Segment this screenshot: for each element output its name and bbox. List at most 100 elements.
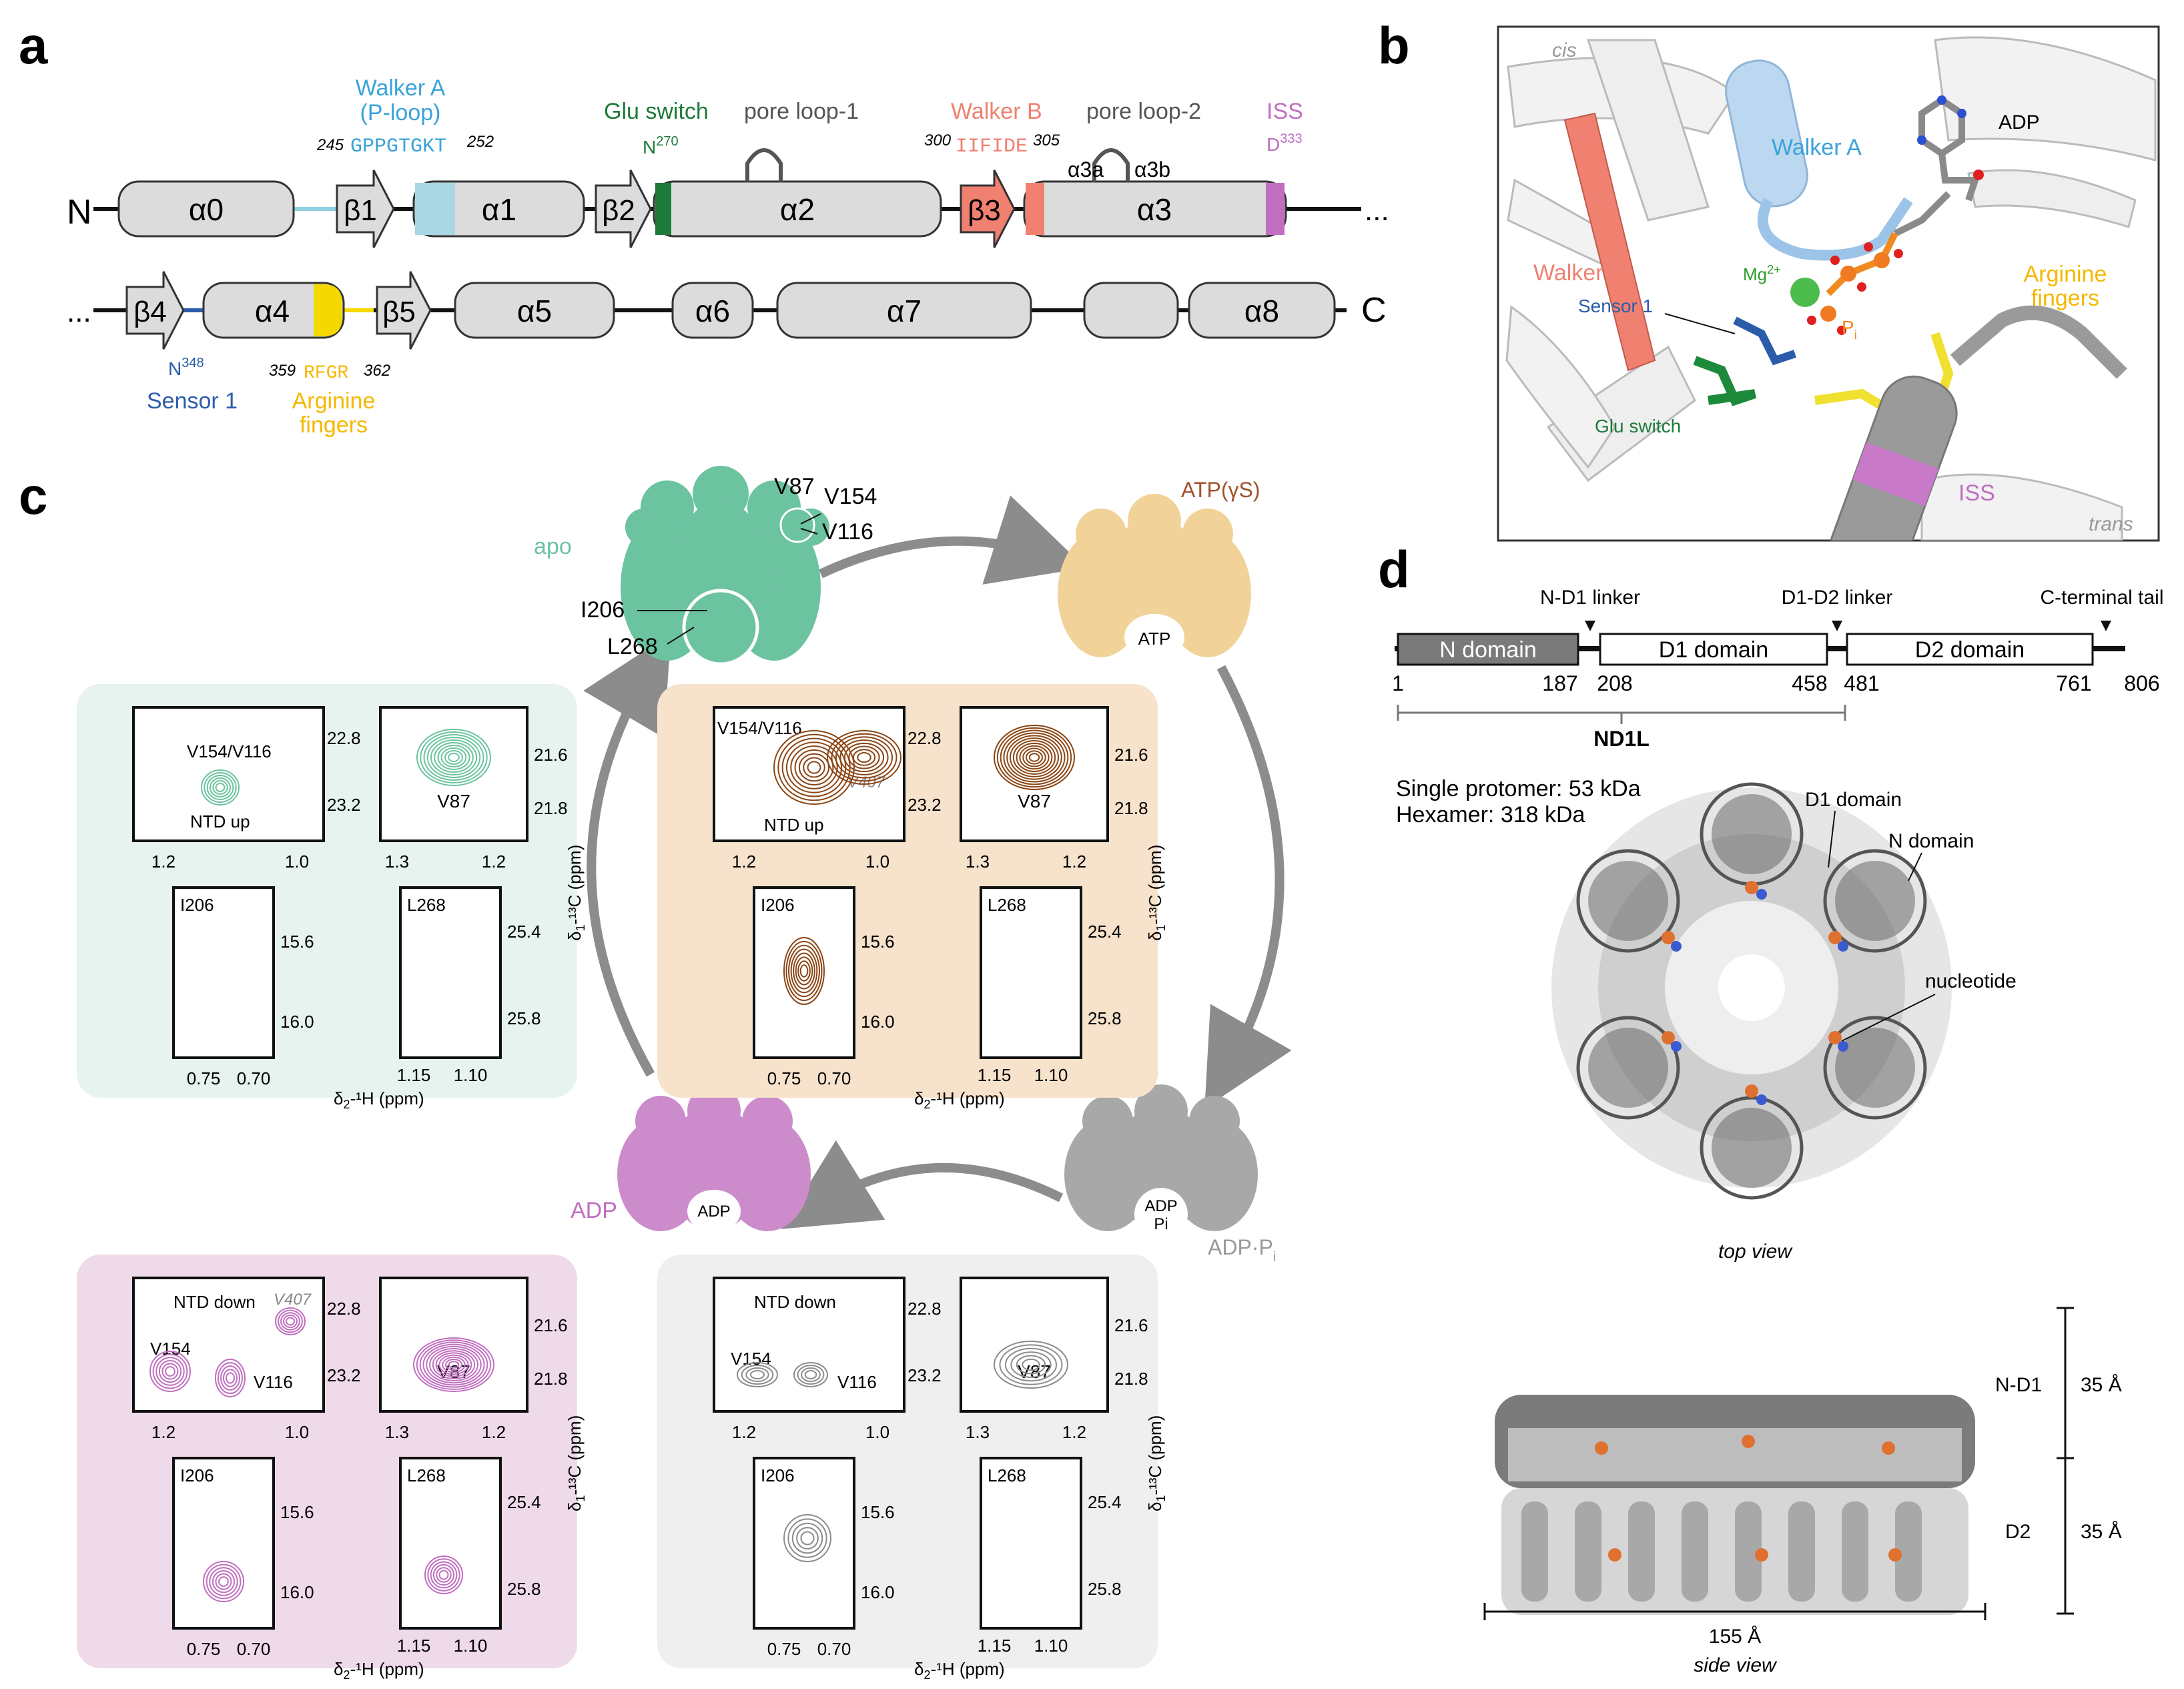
- helix-a5-label: α5: [517, 294, 552, 328]
- tick: 1.3: [385, 1422, 409, 1442]
- height-nd1: 35 Å: [2081, 1374, 2122, 1396]
- sensor1-label: Sensor 1: [147, 388, 238, 414]
- state-adppi-label: ADP·Pi: [1208, 1235, 1276, 1265]
- tick: 1.3: [966, 852, 990, 872]
- mg-ion: [1790, 278, 1820, 307]
- tick: 1.0: [865, 852, 889, 872]
- num-481: 481: [1844, 671, 1879, 695]
- panel-label-d: d: [1378, 540, 1410, 599]
- panel-c: apo V87 V154 V116 I206 L268 ATP ATP(γS) …: [77, 466, 1292, 1682]
- tick: 1.15: [397, 1065, 431, 1085]
- cis-label: cis: [1552, 39, 1577, 61]
- arg-end: 362: [364, 362, 390, 380]
- adp-label: ADP: [1998, 111, 2040, 133]
- glu-switch-label: Glu switch: [604, 99, 709, 124]
- strand-b1-label: β1: [344, 194, 377, 227]
- tick: 0.75: [767, 1068, 801, 1088]
- tick: 21.8: [534, 798, 568, 818]
- label-v154: V154: [731, 1349, 771, 1369]
- panel-label-b: b: [1378, 16, 1410, 75]
- walker-a-structure-label: Walker A: [1772, 135, 1862, 160]
- hexamer-adppi: [1064, 1084, 1258, 1241]
- tick: 21.6: [534, 745, 568, 765]
- num-761: 761: [2056, 671, 2091, 695]
- strand-b2-label: β2: [602, 194, 635, 227]
- strand-b4-label: β4: [133, 296, 167, 328]
- label-v87: V87: [437, 791, 470, 811]
- label-ntd-up: NTD up: [190, 811, 250, 831]
- helix-a4: [202, 282, 345, 339]
- label-i206: I206: [761, 1465, 795, 1485]
- row1-continuation: ...: [1365, 194, 1389, 227]
- n-domain-box: [1397, 633, 1579, 666]
- tick: 22.8: [327, 728, 361, 748]
- walker-b-sequence: IIFIDE: [956, 135, 1028, 158]
- tick: 16.0: [861, 1582, 895, 1602]
- arg-label-1: Arginine: [292, 388, 376, 414]
- d2-domain-label: D2 domain: [1915, 637, 2025, 663]
- callout-d1-domain: D1 domain: [1805, 789, 1902, 811]
- helix-a7-label: α7: [887, 294, 922, 328]
- h-axis-label: δ2-¹H (ppm): [334, 1659, 424, 1682]
- strand-b4: [125, 271, 185, 350]
- walker-a-sequence: GPPGTGKT: [350, 135, 446, 158]
- pore-loop-1-label: pore loop-1: [744, 99, 859, 124]
- c-terminus: C: [1361, 291, 1387, 330]
- tick: 25.8: [507, 1008, 541, 1028]
- tick: 1.15: [978, 1065, 1012, 1085]
- num-208: 208: [1597, 671, 1632, 695]
- hexamer-i206: I206: [581, 597, 625, 623]
- tick: 21.8: [1114, 1369, 1148, 1389]
- tick: 25.4: [1088, 922, 1122, 942]
- tick: 1.0: [865, 1422, 889, 1442]
- tick: 16.0: [280, 1582, 314, 1602]
- row2-continuation: ...: [67, 296, 91, 328]
- tick: 1.2: [482, 852, 506, 872]
- sensor1-residue-stick: [1733, 316, 1796, 366]
- panel-d: N domain D1 domain D2 domain N-D1 linker…: [1392, 587, 2163, 1676]
- arg-structure-label-1: Arginine: [2024, 262, 2107, 287]
- n-domain-label: N domain: [1439, 637, 1537, 663]
- pore-loop-1-shape: [745, 148, 783, 182]
- callout-nucleotide: nucleotide: [1925, 970, 2017, 992]
- label-l268: L268: [407, 1465, 446, 1485]
- trans-label: trans: [2089, 513, 2133, 535]
- helix-a3-label: α3: [1137, 192, 1172, 227]
- callout-n-domain: N domain: [1888, 830, 1974, 852]
- num-458: 458: [1792, 671, 1827, 695]
- helix-a2: [653, 180, 942, 238]
- label-v154v116: V154/V116: [187, 741, 272, 761]
- tick: 15.6: [861, 932, 895, 952]
- tick: 23.2: [327, 795, 361, 815]
- tick: 1.15: [978, 1636, 1012, 1656]
- tick: 1.10: [454, 1065, 488, 1085]
- hexamer-l268: L268: [607, 634, 658, 659]
- tick: 15.6: [861, 1502, 895, 1522]
- helix-a3a-label: α3a: [1068, 157, 1104, 182]
- tick: 1.10: [454, 1636, 488, 1656]
- arrow-atp-to-adppi: [1204, 665, 1292, 1108]
- tick: 1.0: [285, 852, 309, 872]
- c-axis-label: δ1-¹³C (ppm): [565, 1415, 587, 1511]
- walker-b-start: 300: [924, 131, 952, 149]
- c-axis-label: δ1-¹³C (ppm): [1145, 845, 1168, 941]
- arg-label-2: fingers: [300, 412, 368, 438]
- d1d2-linker-label: D1-D2 linker: [1782, 587, 1893, 609]
- walker-a-sublabel: (P-loop): [360, 100, 441, 125]
- panel-label-c: c: [19, 466, 47, 525]
- helix-a3: [1023, 180, 1287, 238]
- hexamer-atp: [1058, 494, 1251, 661]
- label-v87: V87: [1018, 791, 1051, 811]
- panel-b-structure: cis trans ADP Walker A Walker B Mg2+ Sen…: [1497, 25, 2160, 542]
- hexamer-v87: V87: [774, 474, 815, 499]
- walker-a-segment: [415, 183, 455, 235]
- tick: 0.75: [187, 1068, 221, 1088]
- walker-b-strand: [1563, 112, 1656, 372]
- strand-b2: [595, 170, 652, 248]
- label-v116: V116: [837, 1372, 877, 1392]
